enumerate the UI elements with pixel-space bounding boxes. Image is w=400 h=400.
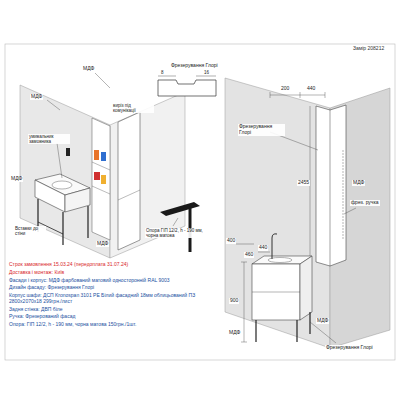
dimension-label: 16 bbox=[203, 70, 210, 75]
note-label: Опора ГІП 12/2, h - 190 мм, чорна матова bbox=[145, 228, 209, 238]
material-label: МДФ bbox=[82, 66, 95, 72]
material-label: МДФ bbox=[316, 318, 329, 324]
spec-line: Доставка і монтаж: Київ bbox=[8, 270, 213, 276]
material-label: МДФ bbox=[30, 94, 43, 100]
dimension-label: 440 bbox=[306, 86, 316, 92]
spec-line: Корпус шафи: ДСП Kronospan 3101 PE Білий… bbox=[8, 293, 213, 305]
dimension-label: 400 bbox=[226, 238, 236, 244]
note-label: виріз під комунікації bbox=[112, 103, 154, 113]
material-label: МДФ bbox=[352, 180, 365, 186]
dimension-label: 200 bbox=[280, 86, 290, 92]
detail-title: Фрезерування Глорі bbox=[238, 124, 285, 136]
spec-line: Опора: ГІП 12/2, h - 190 мм, чорна матов… bbox=[8, 322, 213, 328]
detail-title: Фрезерування Глорі bbox=[170, 63, 219, 69]
sheet-number: Замір 208212 bbox=[352, 46, 385, 52]
note-label: Вставки до стіни bbox=[14, 226, 46, 236]
material-label: МДФ bbox=[228, 330, 241, 336]
dimension-label: 2455 bbox=[297, 180, 310, 186]
note-label: фрез. ручка bbox=[350, 200, 380, 206]
spec-line: Дизайн фасаду: Фрезерування Глорі bbox=[8, 285, 213, 291]
material-label: МДФ bbox=[10, 176, 23, 182]
spec-line: Ручка: Фрезерований фасад bbox=[8, 314, 213, 320]
dimension-label: 900 bbox=[229, 298, 239, 304]
note-label: умивальник замовника bbox=[28, 134, 70, 144]
dimension-label: 440 bbox=[258, 245, 268, 251]
detail-title: Фрезерування Глорі bbox=[325, 345, 374, 351]
spec-line: Задня стінка: ДВП біле bbox=[8, 307, 213, 313]
spec-line: Фасади і корпус: МДФ фарбований матовий … bbox=[8, 278, 213, 284]
dimension-label: 8 bbox=[160, 70, 165, 75]
spec-line: Строк замовлення 15.03.24 (передоплата 3… bbox=[8, 262, 213, 268]
spec-notes: Строк замовлення 15.03.24 (передоплата 3… bbox=[8, 262, 213, 328]
material-label: МДФ bbox=[96, 241, 109, 247]
dimension-label: 460 bbox=[244, 252, 254, 258]
